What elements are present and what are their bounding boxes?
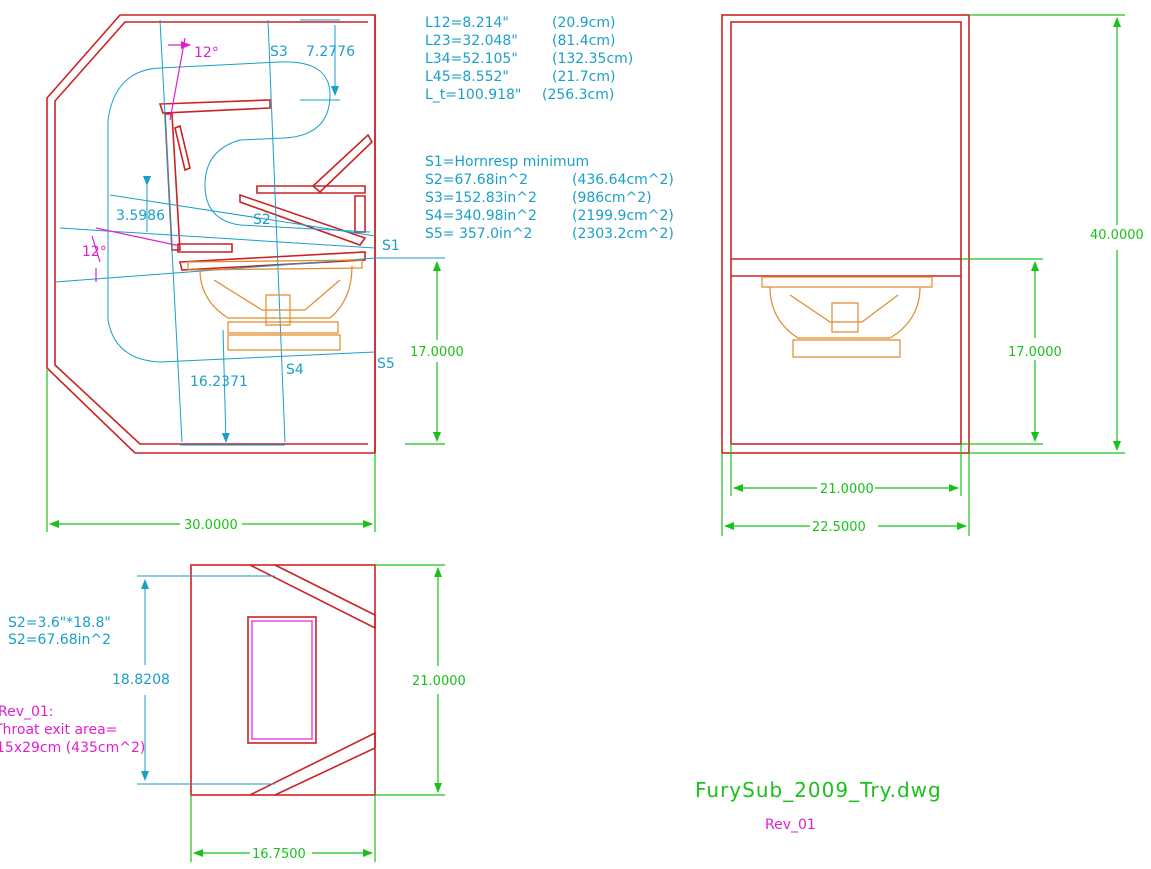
area-label: S2=67.68in^2 bbox=[425, 172, 528, 188]
area-notes: S1=Hornresp minimum S2=67.68in^2 (436.64… bbox=[425, 154, 674, 242]
s5-label: S5 bbox=[377, 356, 395, 372]
area-metric: (436.64cm^2) bbox=[572, 172, 674, 188]
side-cabinet-inner bbox=[54, 21, 368, 445]
side-driver-icon bbox=[187, 259, 363, 351]
throat-exit-rect bbox=[247, 616, 317, 744]
top-width-dimension: 16.7500 bbox=[252, 847, 306, 862]
side-internal-panels bbox=[158, 99, 374, 271]
angle-top-label: 12° bbox=[194, 45, 219, 61]
area-label: S1=Hornresp minimum bbox=[425, 154, 589, 170]
area-label: S5= 357.0in^2 bbox=[425, 226, 532, 242]
side-width-dimension: 30.0000 bbox=[184, 518, 238, 533]
front-cabinet-outer bbox=[721, 14, 970, 454]
front-view: 40.0000 17.0000 21.0000 22.5000 bbox=[721, 14, 1144, 536]
length-label: L12=8.214" bbox=[425, 15, 509, 31]
front-cabinet-inner bbox=[730, 21, 962, 445]
front-outer-dimension: 22.5000 bbox=[812, 520, 866, 535]
length-label: L34=52.105" bbox=[425, 51, 518, 67]
s2-formula-note: S2=3.6"*18.8" bbox=[8, 615, 111, 631]
side-horn-path bbox=[107, 61, 376, 363]
rev-note-title: Rev_01: bbox=[0, 704, 54, 720]
length-metric: (256.3cm) bbox=[542, 87, 614, 103]
side-driver-dimension: 17.0000 bbox=[410, 345, 464, 360]
length-label: L_t=100.918" bbox=[425, 87, 521, 103]
s2-area-note: S2=67.68in^2 bbox=[8, 632, 111, 648]
side-view: 12° 12° S3 7.2776 3.5986 S2 S1 S4 S5 16.… bbox=[46, 14, 464, 533]
length-label: L45=8.552" bbox=[425, 69, 509, 85]
s4-dimension: 16.2371 bbox=[190, 374, 248, 390]
area-metric: (2199.9cm^2) bbox=[572, 208, 674, 224]
revision-label: Rev_01 bbox=[765, 817, 816, 833]
front-height-dimension: 40.0000 bbox=[1090, 228, 1144, 243]
angle-left-label: 12° bbox=[82, 244, 107, 260]
s4-label: S4 bbox=[286, 362, 304, 378]
s3-label: S3 bbox=[270, 44, 288, 60]
front-driver-dimension: 17.0000 bbox=[1008, 345, 1062, 360]
s1-label: S1 bbox=[382, 238, 400, 254]
rev-note-line: 15x29cm (435cm^2) bbox=[0, 740, 145, 756]
top-cabinet-outline bbox=[190, 564, 376, 796]
length-metric: (20.9cm) bbox=[552, 15, 615, 31]
area-label: S4=340.98in^2 bbox=[425, 208, 537, 224]
front-inner-dimension: 21.0000 bbox=[820, 482, 874, 497]
length-metric: (132.35cm) bbox=[552, 51, 633, 67]
throat-dimension: 18.8208 bbox=[112, 672, 170, 688]
length-notes: L12=8.214" (20.9cm) L23=32.048" (81.4cm)… bbox=[425, 15, 633, 103]
drawing-title: FurySub_2009_Try.dwg bbox=[695, 778, 942, 802]
area-metric: (986cm^2) bbox=[572, 190, 652, 206]
length-label: L23=32.048" bbox=[425, 33, 518, 49]
length-metric: (81.4cm) bbox=[552, 33, 615, 49]
length-metric: (21.7cm) bbox=[552, 69, 615, 85]
top-depth-dimension: 21.0000 bbox=[412, 674, 466, 689]
s2-dimension: 3.5986 bbox=[116, 208, 165, 224]
top-view: 18.8208 S2=3.6"*18.8" S2=67.68in^2 Rev_0… bbox=[0, 564, 466, 862]
front-driver-icon bbox=[761, 276, 933, 358]
area-label: S3=152.83in^2 bbox=[425, 190, 537, 206]
area-metric: (2303.2cm^2) bbox=[572, 226, 674, 242]
s3-dimension: 7.2776 bbox=[306, 44, 355, 60]
rev-note-line: Throat exit area= bbox=[0, 722, 117, 738]
s2-label: S2 bbox=[253, 212, 271, 228]
